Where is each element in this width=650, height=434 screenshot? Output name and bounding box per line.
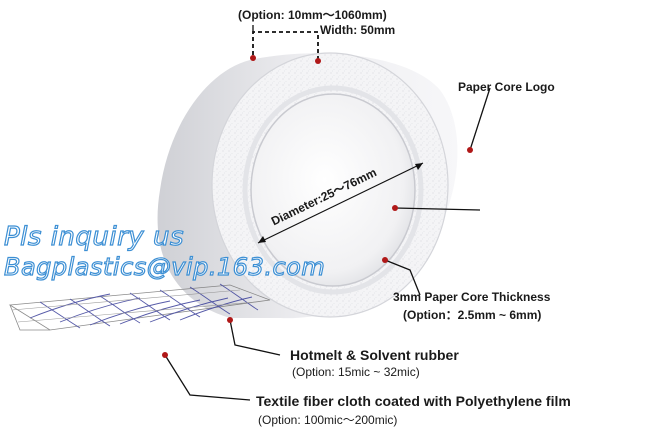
marker-dots (162, 55, 473, 358)
fiber-cloth-lattice (8, 283, 271, 331)
core-thickness-option-label: (Option：2.5mm ~ 6mm) (403, 308, 542, 322)
width-option-label: (Option: 10mm～1060mm) (238, 8, 387, 22)
cloth-label: Textile fiber cloth coated with Polyethy… (256, 393, 571, 409)
watermark-line-2: Bagplastics@vip.163.com (3, 252, 326, 281)
paper-core-rim (242, 85, 424, 295)
paper-core-logo-label: Paper Core Logo (458, 80, 555, 94)
cloth-option-label: (Option: 100mic～200mic) (258, 413, 398, 427)
paper-core-hole (250, 93, 416, 287)
width-label: Width: 50mm (320, 23, 396, 37)
width-bracket (252, 31, 319, 60)
rubber-label: Hotmelt & Solvent rubber (290, 347, 459, 363)
diameter-arrow (257, 162, 424, 244)
core-thickness-label: 3mm Paper Core Thickness (393, 290, 551, 304)
leader-lines (164, 25, 491, 401)
rubber-option-label: (Option: 15mic ~ 32mic) (292, 365, 420, 379)
watermark-line-1: Pls inquiry us (3, 221, 184, 252)
